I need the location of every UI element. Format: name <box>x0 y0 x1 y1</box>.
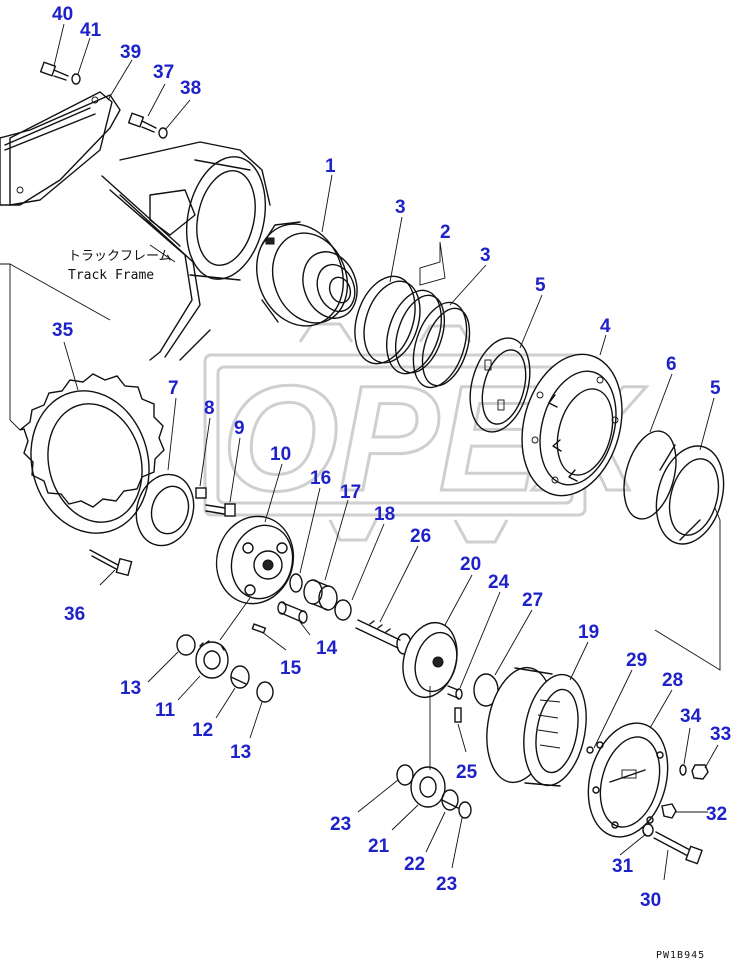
cover-28 <box>587 722 669 838</box>
frame-label-jp: トラックフレーム <box>68 249 172 264</box>
callout-24: 24 <box>488 572 510 593</box>
bolt-40 <box>39 61 81 85</box>
callout-2: 2 <box>440 222 451 243</box>
callouts: 40 41 39 37 38 1 3 2 3 5 4 6 5 35 7 8 9 … <box>52 4 731 911</box>
callout-37: 37 <box>153 62 174 83</box>
bolt-30 <box>653 831 703 865</box>
callout-5b: 5 <box>710 378 721 399</box>
callout-13b: 13 <box>230 742 251 763</box>
track-frame: トラックフレーム Track Frame <box>0 94 271 361</box>
leader-lines <box>0 23 721 881</box>
bolt-36 <box>89 549 133 577</box>
callout-41: 41 <box>80 20 102 41</box>
floating-seal-set <box>354 275 471 389</box>
callout-8: 8 <box>204 398 215 419</box>
callout-9: 9 <box>234 418 245 439</box>
sun-gear-26 <box>355 619 412 655</box>
callout-28: 28 <box>662 670 683 691</box>
washer-23b <box>458 801 472 819</box>
gear-11 <box>195 640 229 679</box>
bearing-5-right <box>655 444 725 545</box>
callout-5a: 5 <box>535 275 546 296</box>
callout-14: 14 <box>316 638 338 659</box>
washer-13a <box>176 634 196 656</box>
callout-23b: 23 <box>436 874 457 895</box>
washer-31 <box>642 823 654 837</box>
callout-13a: 13 <box>120 678 141 699</box>
callout-6: 6 <box>666 354 677 375</box>
gear-21 <box>410 766 446 808</box>
callout-39: 39 <box>120 42 141 63</box>
callout-12: 12 <box>192 720 213 741</box>
shaft-24 <box>447 685 463 700</box>
callout-15: 15 <box>280 658 302 679</box>
planet-carrier <box>215 515 295 605</box>
washer-23a <box>396 764 414 786</box>
callout-27: 27 <box>522 590 543 611</box>
callout-36: 36 <box>64 604 85 625</box>
callout-35: 35 <box>52 320 74 341</box>
plug-32 <box>661 803 677 819</box>
callout-26: 26 <box>410 526 431 547</box>
frame-label-en: Track Frame <box>68 268 154 283</box>
callout-25: 25 <box>456 762 478 783</box>
callout-1: 1 <box>325 156 336 177</box>
plug-33 <box>691 764 709 780</box>
washer-13b <box>256 681 274 703</box>
callout-17: 17 <box>340 482 361 503</box>
callout-3b: 3 <box>480 245 491 266</box>
o-ring-34 <box>679 764 687 776</box>
callout-34: 34 <box>680 706 702 727</box>
sprocket <box>19 373 165 534</box>
sleeve-17 <box>303 579 338 611</box>
callout-30: 30 <box>640 890 661 911</box>
cover-plate <box>9 91 113 206</box>
bolt-9 <box>205 503 236 517</box>
o-ring-6 <box>623 430 677 520</box>
drawing-code: PW1B945 <box>656 950 705 961</box>
callout-22: 22 <box>404 854 425 875</box>
needle-bearing-12 <box>230 665 250 689</box>
travel-motor <box>256 221 358 327</box>
shaft-14 <box>277 601 308 624</box>
callout-18: 18 <box>374 504 395 525</box>
washer-16 <box>289 573 303 593</box>
carrier-20 <box>402 621 458 699</box>
callout-33: 33 <box>710 724 731 745</box>
callout-31: 31 <box>612 856 634 877</box>
washer-29 <box>586 746 594 754</box>
callout-3a: 3 <box>395 197 406 218</box>
callout-4: 4 <box>600 316 611 337</box>
callout-19: 19 <box>578 622 599 643</box>
needle-bearing-22 <box>441 789 459 811</box>
bolt-37 <box>127 112 168 139</box>
callout-23a: 23 <box>330 814 351 835</box>
callout-7: 7 <box>168 378 179 399</box>
lock-8 <box>195 487 207 499</box>
callout-16: 16 <box>310 468 331 489</box>
callout-32: 32 <box>706 804 727 825</box>
pin-25 <box>454 707 462 723</box>
pin-15 <box>251 623 267 634</box>
snap-ring-18 <box>334 599 352 621</box>
bearing-5-left <box>469 337 531 433</box>
hub <box>521 353 623 497</box>
callout-40: 40 <box>52 4 73 25</box>
seal-7 <box>135 473 195 547</box>
callout-11: 11 <box>155 700 176 721</box>
ring-gear-19 <box>486 666 587 787</box>
callout-20: 20 <box>460 554 481 575</box>
callout-10: 10 <box>270 444 291 465</box>
callout-29: 29 <box>626 650 647 671</box>
callout-38: 38 <box>180 78 201 99</box>
callout-21: 21 <box>368 836 390 857</box>
